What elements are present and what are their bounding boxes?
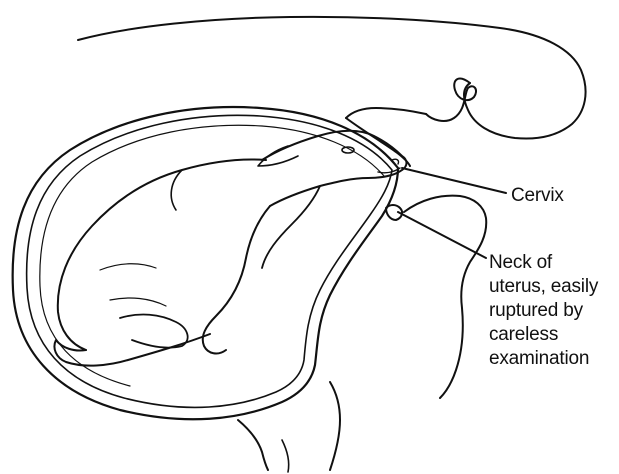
- udder-line: [282, 440, 289, 472]
- calf-foreleg-lower: [262, 186, 320, 268]
- calf-hind-hoof: [120, 315, 188, 348]
- neck-of-uterus-leader-line: [398, 212, 486, 258]
- cow-hind-leg-line: [330, 382, 340, 470]
- cow-hindquarter-outline: [78, 17, 586, 139]
- cow-belly-line: [238, 420, 268, 470]
- calf-fold-lines: [100, 264, 166, 306]
- cervix-leader-line: [402, 168, 506, 193]
- perineum-line: [346, 108, 426, 118]
- cervix-label: Cervix: [511, 184, 564, 208]
- calf-ear: [258, 146, 298, 166]
- membrane-line: [40, 125, 384, 386]
- neck-of-uterus-label: Neck of uterus, easily ruptured by carel…: [489, 251, 598, 371]
- uterus-inner-wall: [27, 115, 392, 407]
- calf-back-line: [171, 170, 182, 210]
- neck-label-line-5: examination: [489, 347, 598, 371]
- neck-label-line-2: uterus, easily: [489, 275, 598, 299]
- calf-body-outline: [58, 159, 266, 350]
- neck-label-line-4: careless: [489, 323, 598, 347]
- calf-neck-foreleg: [203, 206, 270, 353]
- cow-thigh-outline: [404, 196, 486, 398]
- vaginal-wall: [346, 118, 410, 166]
- neck-label-line-1: Neck of: [489, 251, 598, 275]
- neck-label-line-3: ruptured by: [489, 299, 598, 323]
